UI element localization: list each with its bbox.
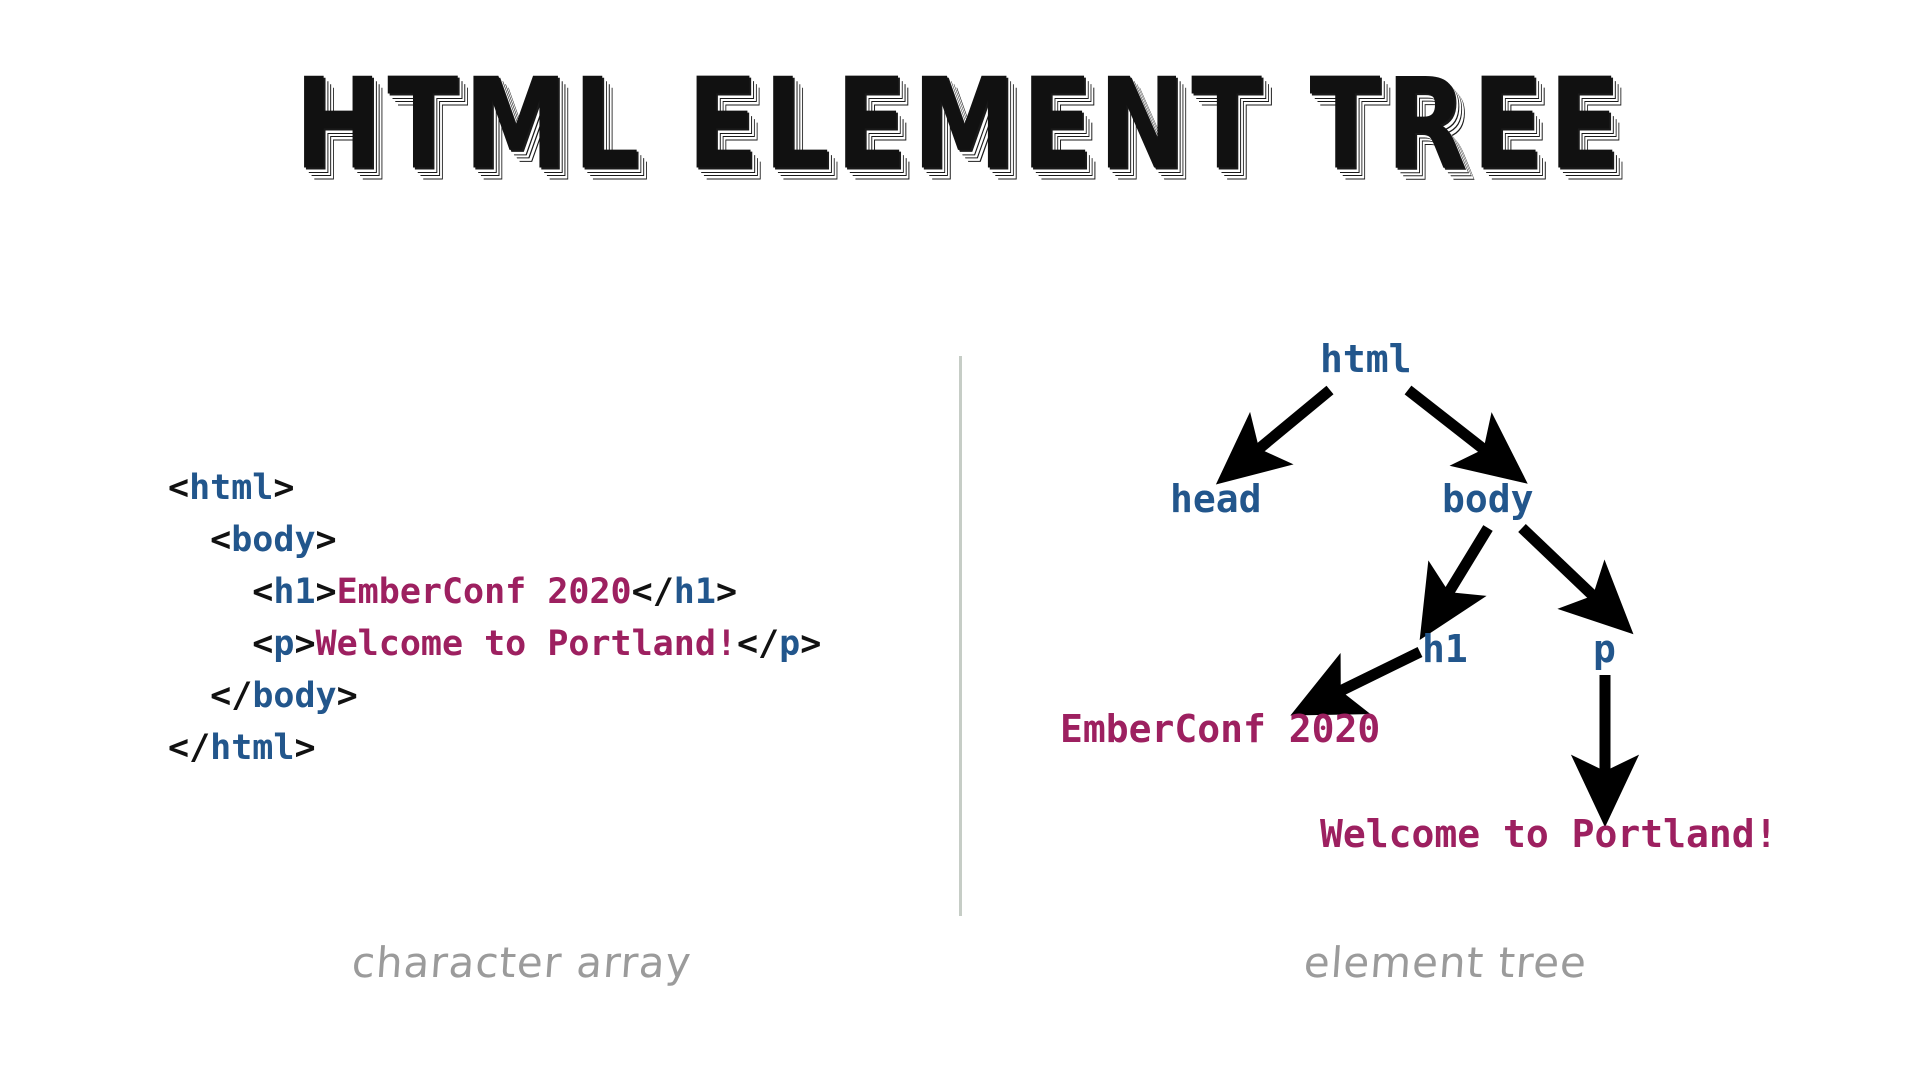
page-title: HTML ELEMENT TREE xyxy=(294,51,1626,198)
caption-character-array: character array xyxy=(350,938,694,987)
caption-element-tree: element tree xyxy=(1302,938,1589,987)
tree-node-head: head xyxy=(1170,477,1262,521)
tree-node-body: body xyxy=(1442,477,1534,521)
panel-divider xyxy=(959,356,962,916)
code-token-punct: < xyxy=(168,468,190,508)
edge-html-head xyxy=(1215,385,1334,485)
code-line: </html> xyxy=(168,722,821,774)
code-line: <html> xyxy=(168,462,821,514)
code-line: </body> xyxy=(168,670,821,722)
code-token-punct: < xyxy=(210,520,232,560)
tree-node-text-emberconf: EmberConf 2020 xyxy=(1060,707,1381,751)
code-token-tag: html xyxy=(189,468,274,508)
code-token-tag: p xyxy=(273,624,295,664)
code-indent xyxy=(168,676,210,716)
edge-body-h1 xyxy=(1419,525,1493,641)
edge-body-p xyxy=(1518,524,1634,635)
code-token-tag: p xyxy=(779,624,801,664)
code-line: <p>Welcome to Portland!</p> xyxy=(168,618,821,670)
code-token-punct: > xyxy=(715,572,738,612)
edge-html-body xyxy=(1404,385,1528,484)
code-token-tag: h1 xyxy=(273,572,316,612)
code-token-tag: body xyxy=(231,520,316,560)
code-token-punct: > xyxy=(273,468,295,508)
tree-node-h1: h1 xyxy=(1422,627,1468,671)
code-token-punct: > xyxy=(336,676,358,716)
code-token-punct: < xyxy=(252,572,274,612)
code-token-tag: h1 xyxy=(673,572,716,612)
tree-node-html: html xyxy=(1320,337,1412,381)
code-indent xyxy=(168,520,210,560)
code-token-punct: > xyxy=(294,728,316,768)
code-line: <body> xyxy=(168,514,821,566)
code-token-punct: > xyxy=(315,572,337,612)
code-token-punct: </ xyxy=(736,624,780,664)
code-indent xyxy=(168,624,252,664)
code-line: <h1>EmberConf 2020</h1> xyxy=(168,566,821,618)
edge-h1-emberconf xyxy=(1290,647,1423,716)
code-token-punct: > xyxy=(800,624,822,664)
tree-node-p: p xyxy=(1593,627,1616,671)
code-indent xyxy=(168,572,252,612)
code-token-punct: </ xyxy=(210,676,253,716)
code-token-punct: > xyxy=(294,624,316,664)
code-token-text: Welcome to Portland! xyxy=(315,624,737,664)
element-tree-diagram: html head body h1 p EmberConf 2020 Welco… xyxy=(960,280,1920,940)
code-token-punct: > xyxy=(315,520,337,560)
code-token-text: EmberConf 2020 xyxy=(336,572,632,612)
code-token-tag: body xyxy=(252,676,337,716)
code-token-tag: html xyxy=(210,728,295,768)
code-token-punct: </ xyxy=(631,572,674,612)
tree-node-text-welcome: Welcome to Portland! xyxy=(1320,812,1778,856)
code-token-punct: < xyxy=(252,624,274,664)
code-token-punct: </ xyxy=(168,728,211,768)
code-listing: <html> <body> <h1>EmberConf 2020</h1> <p… xyxy=(168,462,821,774)
